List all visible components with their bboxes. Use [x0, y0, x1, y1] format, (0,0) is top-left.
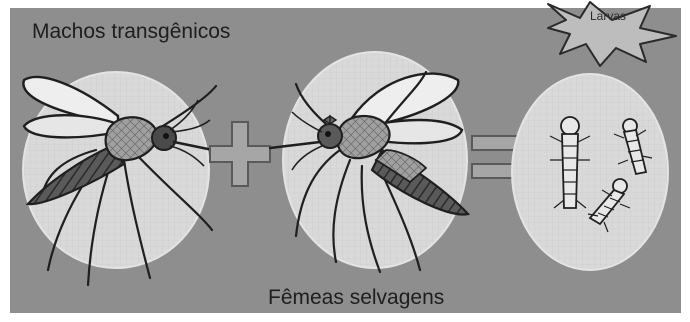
females-label: Fêmeas selvagens [268, 286, 444, 310]
males-label: Machos transgênicos [32, 20, 230, 44]
larvae-label: Larvas [590, 9, 626, 23]
larvae-group [512, 74, 668, 270]
